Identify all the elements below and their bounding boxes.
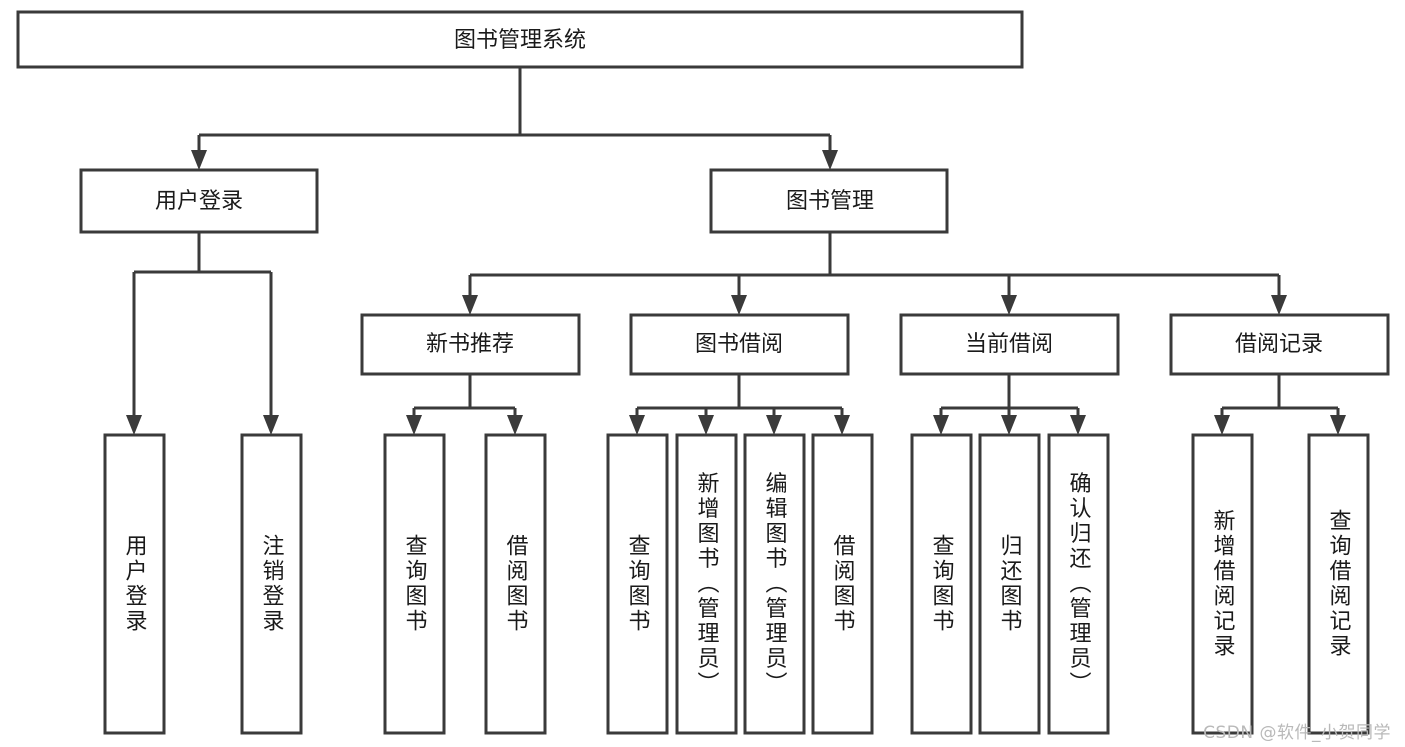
node-leaf-user-logout-box[interactable]	[240, 433, 303, 735]
node-leaf-add-record-label: 新增借阅记录	[1210, 509, 1236, 659]
node-leaf-user-login-box[interactable]	[103, 433, 166, 735]
arrow-head-leaf-query-book-1	[406, 415, 422, 435]
node-leaf-confirm-return-box[interactable]	[1047, 433, 1110, 735]
node-leaf-query-book-2-box[interactable]	[606, 433, 669, 735]
node-leaf-user-logout-label: 注销登录	[259, 534, 285, 634]
arrow-head-leaf-return-book	[1001, 415, 1017, 435]
node-leaf-borrow-book-2[interactable]: 借阅图书	[811, 433, 874, 735]
arrow-head-leaf-borrow-book-2	[834, 415, 850, 435]
node-leaf-query-book-2[interactable]: 查询图书	[606, 433, 669, 735]
arrow-head-borrow-record	[1271, 295, 1287, 315]
node-borrow-record[interactable]: 借阅记录	[1169, 313, 1390, 376]
node-leaf-query-book-2-label: 查询图书	[625, 534, 651, 634]
node-new-book-recommend-box[interactable]	[360, 313, 581, 376]
node-leaf-confirm-return[interactable]: 确认归还（管理员）	[1047, 433, 1110, 735]
node-leaf-return-book[interactable]: 归还图书	[978, 433, 1041, 735]
node-leaf-borrow-book-1[interactable]: 借阅图书	[484, 433, 547, 735]
arrow-head-current-borrow	[1001, 295, 1017, 315]
node-leaf-edit-book[interactable]: 编辑图书（管理员）	[743, 433, 806, 735]
arrow-head-leaf-query-book-3	[933, 415, 949, 435]
arrow-head-leaf-borrow-book-1	[507, 415, 523, 435]
node-root[interactable]: 图书管理系统	[16, 10, 1024, 69]
node-borrow-record-label: 借阅记录	[1235, 332, 1323, 357]
node-leaf-borrow-book-2-label: 借阅图书	[830, 534, 856, 634]
node-leaf-query-book-3-label: 查询图书	[929, 534, 955, 634]
node-root-box[interactable]	[16, 10, 1024, 69]
node-leaf-query-book-1-label: 查询图书	[402, 534, 428, 634]
node-leaf-borrow-book-1-box[interactable]	[484, 433, 547, 735]
connector-layer	[126, 67, 1346, 435]
node-leaf-add-book-label: 新增图书（管理员）	[694, 472, 720, 697]
arrow-head-leaf-user-login	[126, 415, 142, 435]
node-book-borrow[interactable]: 图书借阅	[629, 313, 850, 376]
node-current-borrow-label: 当前借阅	[965, 332, 1053, 357]
arrow-head-new-book-recommend	[462, 295, 478, 315]
node-leaf-return-book-box[interactable]	[978, 433, 1041, 735]
arrow-head-leaf-edit-book	[766, 415, 782, 435]
node-leaf-query-record-box[interactable]	[1307, 433, 1370, 735]
node-leaf-query-book-3-box[interactable]	[910, 433, 973, 735]
node-leaf-user-login-label: 用户登录	[122, 534, 148, 634]
node-user-login-box[interactable]	[79, 168, 319, 234]
node-current-borrow-box[interactable]	[899, 313, 1120, 376]
arrow-head-book-management	[822, 150, 838, 170]
node-leaf-user-login[interactable]: 用户登录	[103, 433, 166, 735]
node-leaf-query-book-1-box[interactable]	[383, 433, 446, 735]
node-borrow-record-box[interactable]	[1169, 313, 1390, 376]
arrow-head-leaf-add-record	[1214, 415, 1230, 435]
node-leaf-add-book-box[interactable]	[675, 433, 738, 735]
node-leaf-add-record[interactable]: 新增借阅记录	[1191, 433, 1254, 735]
node-root-label: 图书管理系统	[454, 28, 586, 53]
node-leaf-query-record-label: 查询借阅记录	[1326, 509, 1352, 659]
node-leaf-query-record[interactable]: 查询借阅记录	[1307, 433, 1370, 735]
node-user-login-label: 用户登录	[155, 189, 243, 214]
node-new-book-recommend[interactable]: 新书推荐	[360, 313, 581, 376]
node-book-management-box[interactable]	[709, 168, 949, 234]
node-leaf-edit-book-label: 编辑图书（管理员）	[762, 472, 788, 697]
arrow-head-leaf-confirm-return	[1070, 415, 1086, 435]
arrow-head-leaf-query-book-2	[629, 415, 645, 435]
node-leaf-add-book[interactable]: 新增图书（管理员）	[675, 433, 738, 735]
node-leaf-query-book-1[interactable]: 查询图书	[383, 433, 446, 735]
node-leaf-query-book-3[interactable]: 查询图书	[910, 433, 973, 735]
arrow-head-leaf-user-logout	[263, 415, 279, 435]
node-book-management[interactable]: 图书管理	[709, 168, 949, 234]
node-leaf-borrow-book-2-box[interactable]	[811, 433, 874, 735]
node-leaf-return-book-label: 归还图书	[997, 534, 1023, 634]
node-book-management-label: 图书管理	[786, 189, 874, 214]
node-new-book-recommend-label: 新书推荐	[426, 332, 514, 357]
node-leaf-user-logout[interactable]: 注销登录	[240, 433, 303, 735]
node-book-borrow-label: 图书借阅	[695, 332, 783, 357]
node-book-borrow-box[interactable]	[629, 313, 850, 376]
node-leaf-add-record-box[interactable]	[1191, 433, 1254, 735]
node-leaf-edit-book-box[interactable]	[743, 433, 806, 735]
arrow-head-user-login	[191, 150, 207, 170]
node-user-login[interactable]: 用户登录	[79, 168, 319, 234]
arrow-head-leaf-query-record	[1330, 415, 1346, 435]
arrow-head-leaf-add-book	[698, 415, 714, 435]
node-current-borrow[interactable]: 当前借阅	[899, 313, 1120, 376]
arrow-head-book-borrow	[731, 295, 747, 315]
node-leaf-borrow-book-1-label: 借阅图书	[503, 534, 529, 634]
node-leaf-confirm-return-label: 确认归还（管理员）	[1066, 472, 1092, 697]
